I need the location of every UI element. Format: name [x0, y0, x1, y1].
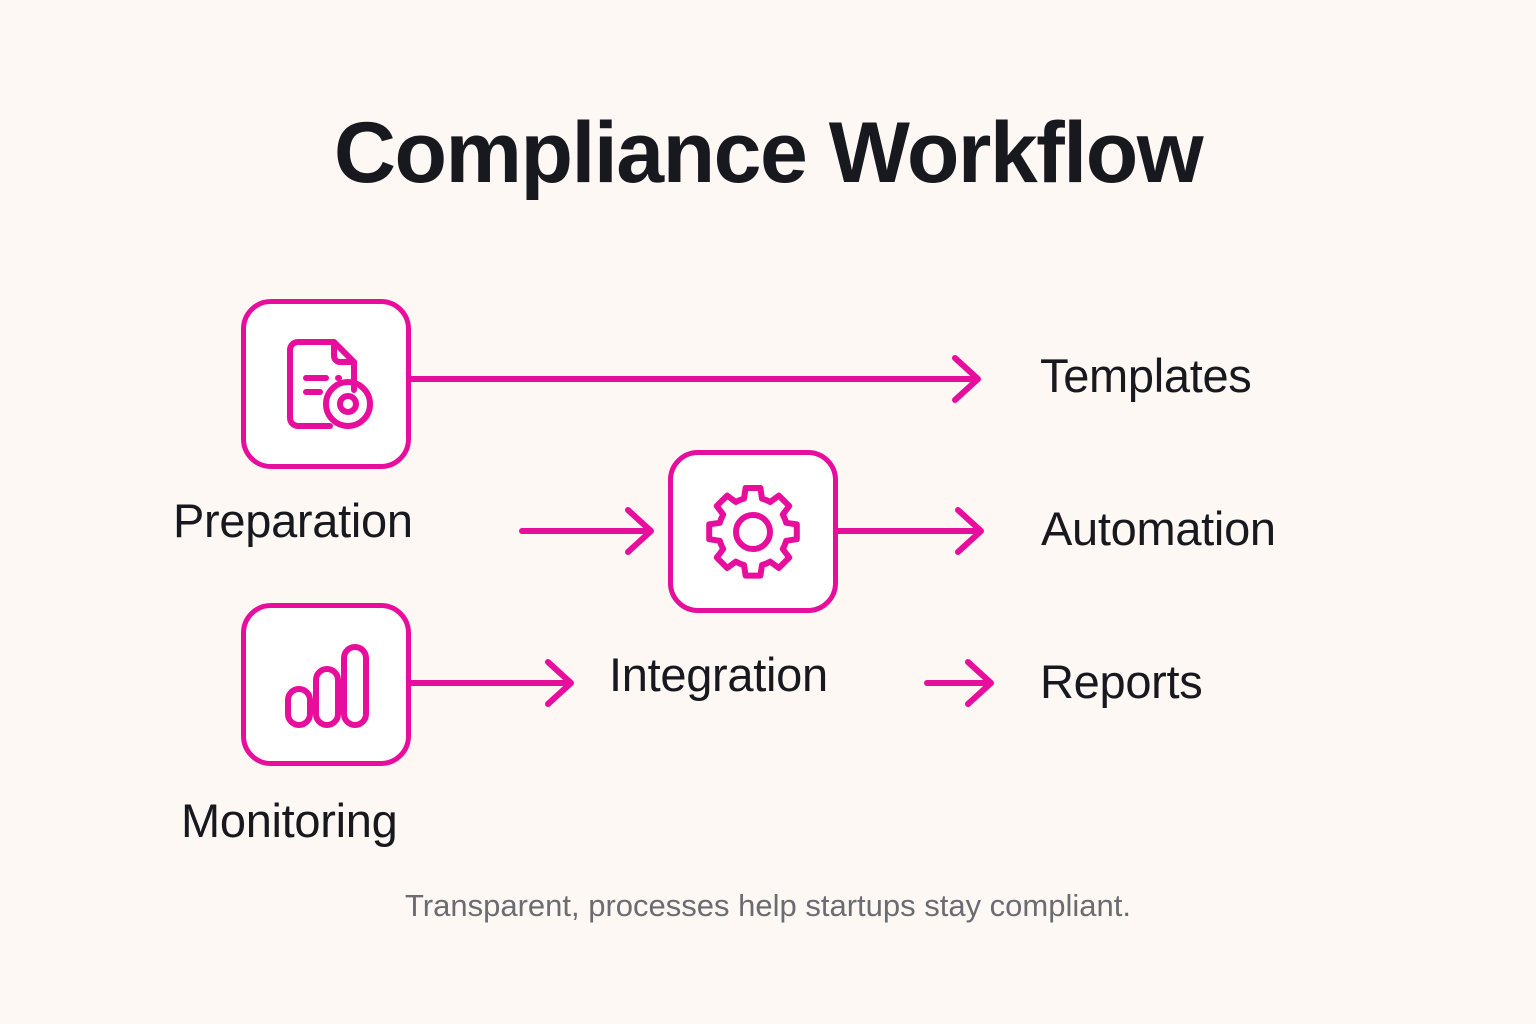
node-label-preparation[interactable]: Preparation [173, 494, 413, 547]
monitoring-icon-tile[interactable] [241, 603, 411, 766]
integration-icon-tile[interactable] [668, 450, 838, 613]
arrow-integration-to-reports [924, 659, 994, 707]
arrow-monitoring-to-integration [408, 659, 574, 707]
node-label-reports[interactable]: Reports [1040, 655, 1203, 708]
preparation-icon-tile[interactable] [241, 299, 411, 469]
arrow-integration-to-automation [835, 507, 984, 555]
page-title: Compliance Workflow [333, 105, 1204, 201]
node-label-monitoring[interactable]: Monitoring [181, 794, 398, 847]
node-label-templates[interactable]: Templates [1040, 349, 1252, 402]
arrow-preparation-to-integration [519, 507, 654, 555]
page-caption: Transparent, processes help startups sta… [405, 888, 1131, 923]
node-label-integration[interactable]: Integration [609, 648, 828, 701]
node-label-automation[interactable]: Automation [1041, 502, 1276, 555]
arrow-preparation-to-templates [408, 355, 981, 403]
